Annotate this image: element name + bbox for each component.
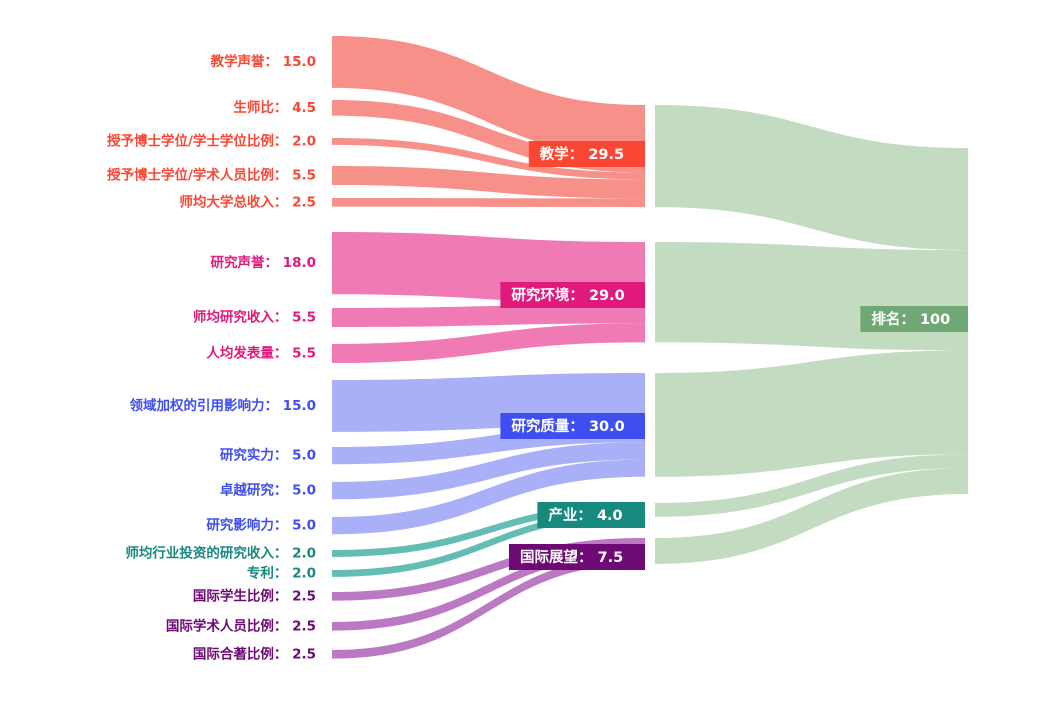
sankey-link-intl_students-to-international_outlook[interactable] [332, 538, 645, 601]
sankey-link-research_quality-to-rank[interactable] [655, 350, 968, 477]
node-label-rank: 排名： 100 [871, 310, 950, 328]
sankey-link-intl_staff-to-international_outlook[interactable] [332, 546, 645, 631]
sankey-link-research_productivity-to-research_environment[interactable] [332, 323, 645, 364]
source-label-research_strength: 研究实力： 5.0 [220, 447, 316, 464]
sankey-link-research_excellence-to-research_quality[interactable] [332, 442, 645, 500]
sankey-link-teaching_reputation-to-teaching[interactable] [332, 36, 645, 157]
label-background-international_outlook [509, 544, 645, 570]
sankey-link-patents-to-industry[interactable] [332, 509, 645, 577]
source-label-doctorate_staff_ratio: 授予博士学位/学术人员比例： 5.5 [107, 167, 316, 184]
label-background-rank [860, 306, 968, 332]
node-label-teaching: 教学： 29.5 [539, 145, 624, 163]
source-label-intl_coauthorship: 国际合著比例： 2.5 [193, 645, 316, 662]
sankey-link-industry-to-rank[interactable] [655, 454, 968, 517]
node-label-research_environment: 研究环境： 29.0 [511, 286, 624, 304]
source-label-institutional_income: 师均大学总收入： 2.5 [179, 193, 316, 210]
source-label-research_excellence: 卓越研究： 5.0 [220, 482, 316, 499]
sankey-link-intl_coauthorship-to-international_outlook[interactable] [332, 555, 645, 659]
sankey-link-research_environment-to-rank[interactable] [655, 242, 968, 351]
sankey-link-research_income-to-research_environment[interactable] [332, 304, 645, 328]
source-label-patents: 专利： 2.0 [247, 564, 316, 581]
sankey-link-teaching-to-rank[interactable] [655, 105, 968, 251]
source-label-student_staff_ratio: 生师比： 4.5 [233, 99, 316, 116]
node-label-industry: 产业： 4.0 [548, 506, 622, 524]
sankey-link-institutional_income-to-teaching[interactable] [332, 198, 645, 208]
source-label-research_influence: 研究影响力： 5.0 [206, 517, 316, 534]
source-label-doctorate_bachelor_ratio: 授予博士学位/学士学位比例： 2.0 [107, 132, 316, 149]
source-label-intl_students: 国际学生比例： 2.5 [193, 587, 316, 604]
links-layer [332, 36, 968, 659]
sankey-link-international_outlook-to-rank[interactable] [655, 468, 968, 564]
source-label-industry_income: 师均行业投资的研究收入： 2.0 [125, 544, 316, 561]
label-background-industry [537, 502, 645, 528]
source-label-teaching_reputation: 教学声誉： 15.0 [210, 53, 316, 70]
source-label-research_income: 师均研究收入： 5.5 [193, 309, 316, 326]
source-label-research_productivity: 人均发表量： 5.5 [206, 345, 316, 362]
source-label-research_reputation: 研究声誉： 18.0 [210, 254, 316, 271]
sankey-link-industry_income-to-industry[interactable] [332, 503, 645, 557]
sankey-link-doctorate_bachelor_ratio-to-teaching[interactable] [332, 138, 645, 180]
sankey-link-research_influence-to-research_quality[interactable] [332, 459, 645, 535]
label-background-teaching [528, 141, 645, 167]
label-background-research_quality [500, 413, 645, 439]
node-label-research_quality: 研究质量： 30.0 [511, 417, 624, 435]
labels-layer: 教学声誉： 15.0 生师比： 4.5 授予博士学位/学士学位比例： 2.0 授予博士… [107, 53, 968, 662]
label-background-research_environment [500, 282, 645, 308]
source-label-intl_staff: 国际学术人员比例： 2.5 [166, 617, 316, 634]
sankey-link-doctorate_staff_ratio-to-teaching[interactable] [332, 166, 645, 199]
source-label-citation_impact: 领域加权的引用影响力： 15.0 [129, 397, 316, 414]
node-label-international_outlook: 国际展望： 7.5 [520, 548, 623, 566]
